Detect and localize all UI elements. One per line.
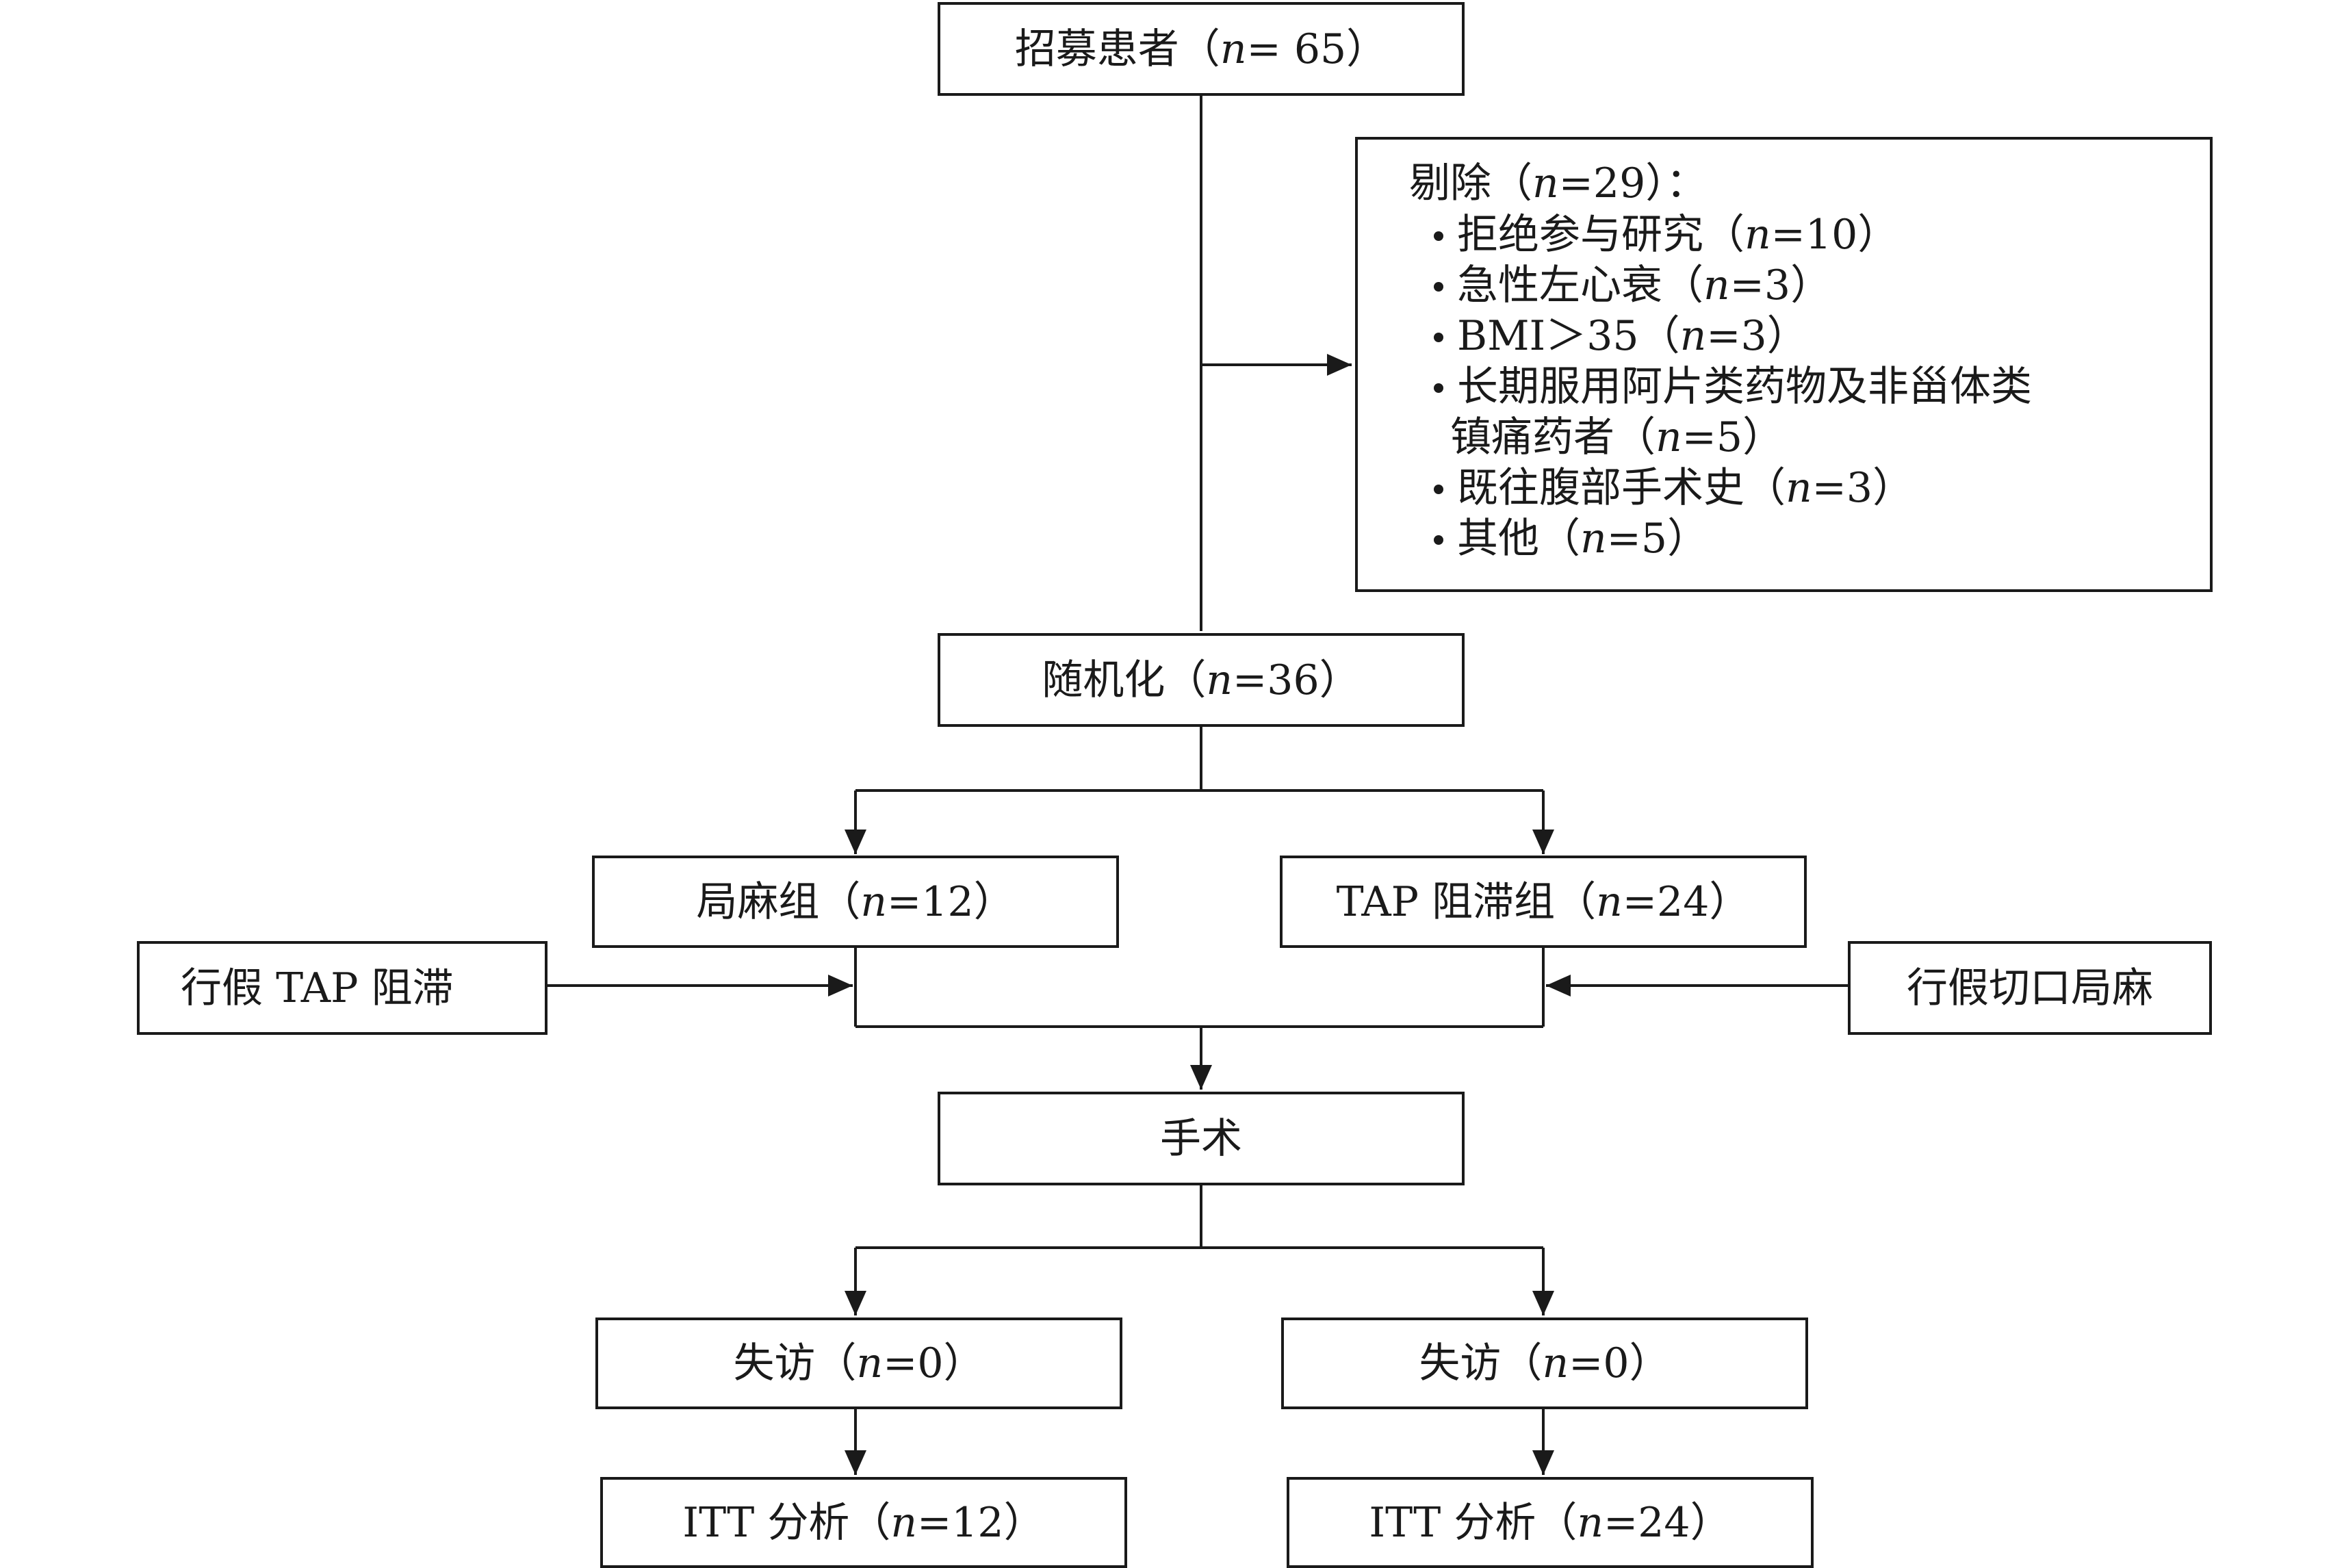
exclusion-item: 其他（n=5） xyxy=(1434,513,2210,564)
itt-left-box: ITT 分析（n=12） xyxy=(600,1477,1127,1568)
exclusion-item: 长期服用阿片类药物及非甾体类镇痛药者（n=5） xyxy=(1434,361,2210,463)
exclusion-item: BMI＞35（n=3） xyxy=(1434,311,2210,361)
randomize-box: 随机化（n=36） xyxy=(938,633,1465,727)
exclusion-item: 急性左心衰（n=3） xyxy=(1434,260,2210,311)
exclusion-list: 拒绝参与研究（n=10） 急性左心衰（n=3） BMI＞35（n=3） 长期服用… xyxy=(1409,209,2210,564)
sham-tap-box: 行假 TAP 阻滞 xyxy=(137,941,548,1035)
lost-left-box: 失访（n=0） xyxy=(595,1318,1122,1409)
exclusion-box: 剔除（n=29）： 拒绝参与研究（n=10） 急性左心衰（n=3） BMI＞35… xyxy=(1355,137,2213,592)
exclusion-item: 既往腹部手术史（n=3） xyxy=(1434,463,2210,513)
surgery-box: 手术 xyxy=(938,1092,1465,1185)
exclusion-heading: 剔除（n=29）： xyxy=(1409,159,1708,207)
tap-group-box: TAP 阻滞组（n=24） xyxy=(1280,856,1807,948)
sham-local-box: 行假切口局麻 xyxy=(1848,941,2212,1035)
exclusion-item: 拒绝参与研究（n=10） xyxy=(1434,209,2210,260)
itt-right-box: ITT 分析（n=24） xyxy=(1287,1477,1814,1568)
local-group-box: 局麻组（n=12） xyxy=(592,856,1119,948)
recruit-box: 招募患者（n= 65） xyxy=(938,2,1465,96)
lost-right-box: 失访（n=0） xyxy=(1281,1318,1808,1409)
